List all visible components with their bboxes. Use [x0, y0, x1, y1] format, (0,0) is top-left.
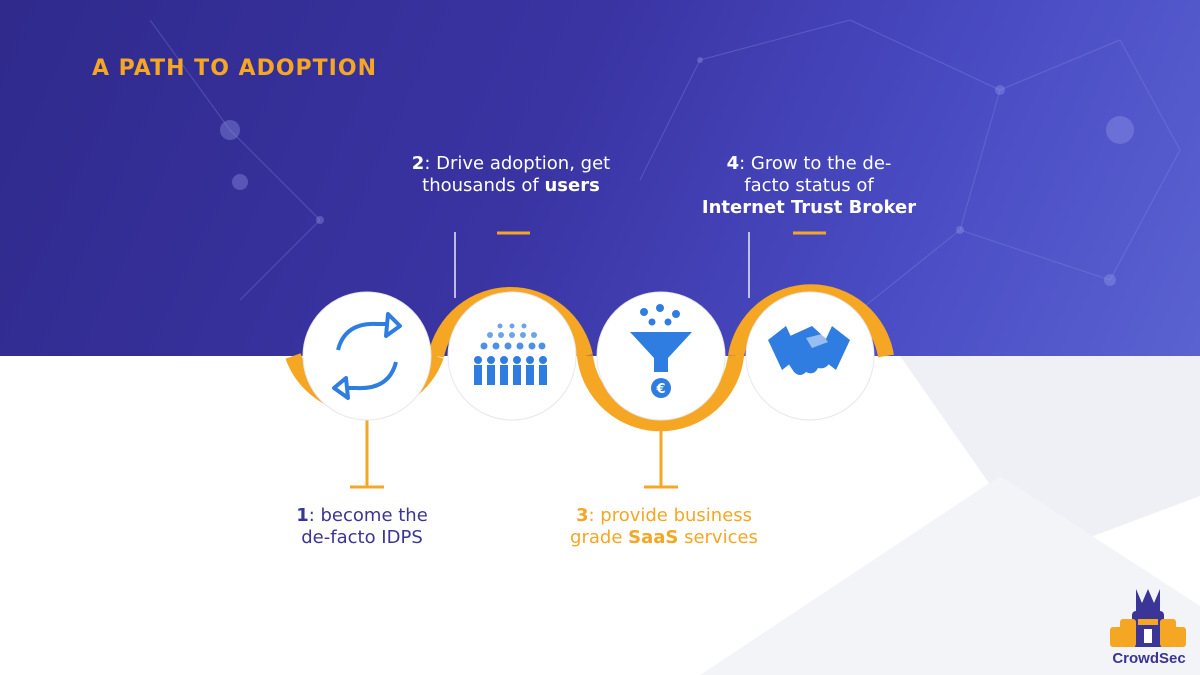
step-1-circle — [303, 292, 431, 420]
network-background-pattern — [149, 19, 1181, 311]
crowdsec-logo-icon — [1110, 589, 1186, 647]
funnel-euro-icon: € — [630, 304, 692, 398]
background-shapes — [700, 356, 1200, 675]
brand-name: CrowdSec — [1112, 650, 1186, 667]
step-4-label: 4: Grow to the de- facto status of Inter… — [701, 153, 917, 218]
crowd-icon — [474, 323, 547, 385]
svg-text:€: € — [655, 382, 665, 397]
refresh-arrows-icon — [332, 312, 402, 400]
step-3-label: 3: provide business grade SaaS services — [570, 505, 758, 548]
step-1-label: 1: become the de-facto IDPS — [296, 505, 428, 548]
header-band — [0, 0, 1200, 356]
step-2-label: 2: Drive adoption, get thousands of user… — [411, 153, 611, 196]
step-2-circle — [448, 292, 576, 420]
handshake-icon — [768, 326, 850, 375]
page-title: A PATH TO ADOPTION — [92, 56, 377, 81]
